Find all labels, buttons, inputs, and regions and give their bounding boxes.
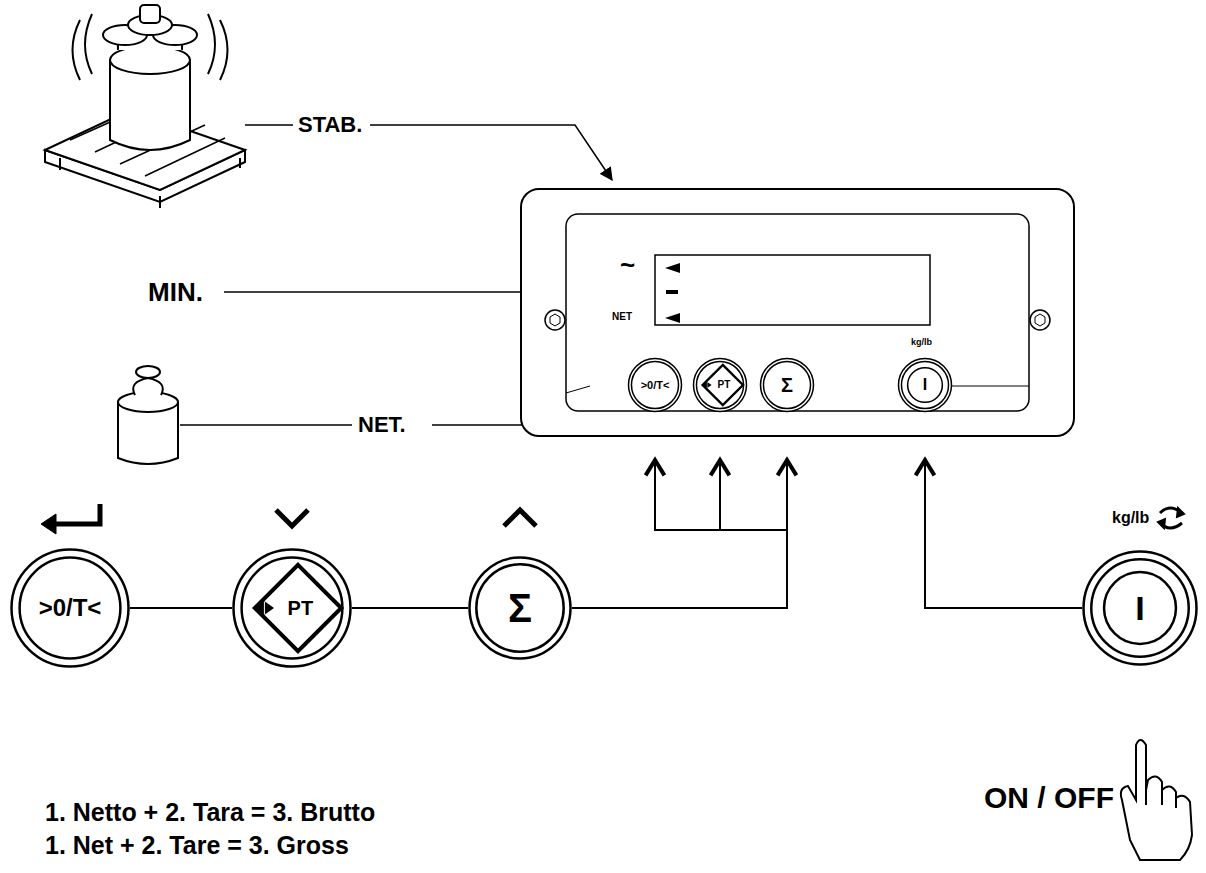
circle-shape [242,558,343,659]
circle-shape [694,359,747,412]
display-markers [665,263,680,323]
formula-note: 1. Net + 2. Tare = 3. Gross [45,833,349,858]
zero-tare-button: >0/T< [10,548,130,668]
circle-shape [1084,552,1197,665]
key-symbols [41,504,536,534]
panel-inner [566,214,1029,411]
zero-tare-button: >0/T< [627,357,683,413]
power-button: I [897,357,953,413]
circle-shape [234,550,351,667]
panel-outline [521,189,1074,436]
button-text: Σ [781,375,793,395]
button-text: >0/T< [39,596,102,620]
circle-shape [1091,559,1188,656]
sum-button: Σ [759,357,815,413]
callout-label: STAB. [298,114,362,136]
callout-label: MIN. [148,279,203,305]
formula-note: 1. Netto + 2. Tara = 3. Brutto [45,800,375,825]
callout-label: NET. [358,414,406,436]
circle-shape [761,359,814,412]
screw [545,310,565,330]
connector [352,608,468,609]
circle-shape [629,359,682,412]
connector [916,460,1082,608]
arrow-head [711,460,730,475]
circle-shape [470,558,571,659]
sum-button: Σ [468,556,572,660]
circle-shape [12,550,129,667]
circle-shape [901,361,948,408]
connector-line [130,607,232,609]
button-text: PT [718,380,731,390]
power-button: I [1082,550,1198,666]
net-indicator: NET [612,312,632,322]
circle-shape [476,564,563,651]
pt-button: PT [692,357,748,413]
power-ring [1104,572,1176,644]
circle-shape [899,359,952,412]
circle-shape [696,361,743,408]
screw-head [1035,314,1045,326]
button-text: I [923,377,927,393]
stability-symbol: ~ [620,252,635,278]
shift-arrows [703,382,712,389]
indicator-panel: NET >0/T< PT Σ I [520,188,1075,437]
unit-label: kg/lb [1112,510,1149,526]
connector-line [925,460,1082,608]
unit-label: kg/lb [911,338,932,347]
pt-button: PT [232,548,352,668]
connector [572,460,796,608]
connector [130,608,232,609]
connector-line [572,460,787,608]
test-weight [118,366,178,464]
circle-shape [763,361,810,408]
button-caption: ON / OFF [984,783,1114,813]
connector [572,460,787,608]
arrow-head [646,460,665,475]
display-window [655,255,930,325]
button-text: Σ [508,588,532,628]
connector-line [572,460,787,608]
guide [620,338,940,420]
min-marker [666,290,678,294]
button-text: PT [288,598,314,618]
screw [1030,310,1050,330]
connector-line [572,460,787,608]
pallet-weights [45,5,245,208]
button-text: I [1135,591,1144,625]
circle-shape [631,361,678,408]
power-ring [908,368,943,403]
connector-line [352,607,468,609]
arrow-head [778,460,797,475]
button-text: >0/T< [641,380,670,391]
screw-head [550,314,560,326]
connector [572,460,787,608]
hand-icon [1121,740,1192,860]
diamond-symbol [255,565,341,651]
shift-arrows [255,601,274,615]
circle-shape [20,558,121,659]
arrow-head [916,460,935,475]
diamond-symbol [703,365,743,405]
